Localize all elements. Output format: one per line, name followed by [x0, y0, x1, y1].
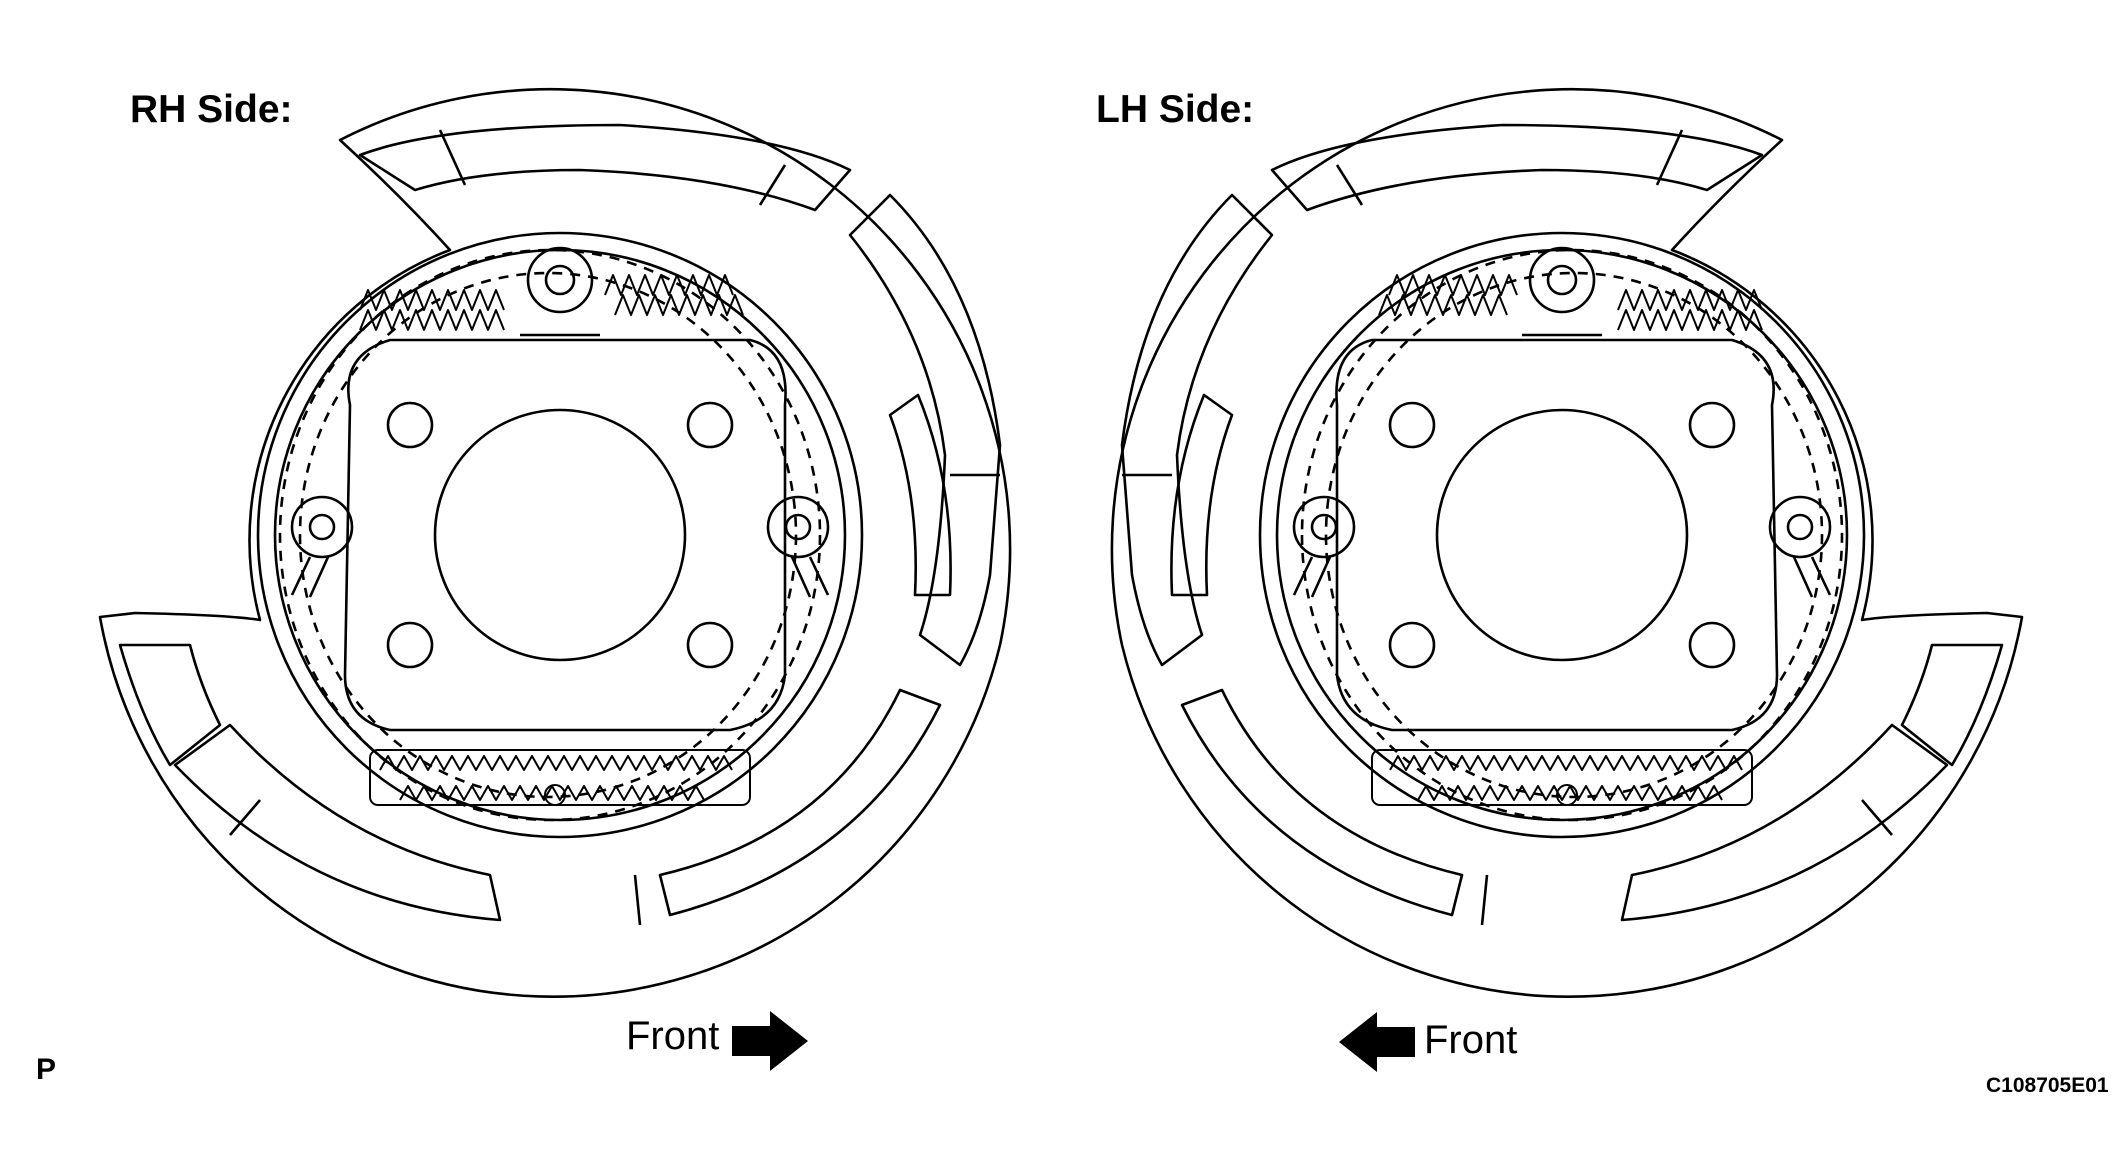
rh-drum-ring-outer: [256, 231, 864, 839]
rh-shield-panel-bottom: [658, 688, 942, 917]
rh-return-spring-right: [604, 274, 744, 316]
rh-adjuster-assembly: [369, 749, 751, 806]
rh-front-label: Front: [626, 1014, 720, 1058]
rh-dust-cover: [98, 87, 1012, 998]
rh-anchor-pin: [526, 246, 594, 314]
lh-shield-panel-left: [1900, 643, 2004, 767]
rh-shield-panel-right-inner: [888, 393, 952, 597]
lh-shield-panel-top: [1270, 123, 1764, 212]
lh-hold-down-right: [1292, 495, 1356, 559]
lh-front-label: Front: [1424, 1018, 1518, 1062]
lh-hub-bore: [1435, 408, 1689, 662]
lh-return-spring-left: [1617, 289, 1763, 331]
arrow-right-icon: [732, 1011, 808, 1071]
lh-side-title: LH Side:: [1096, 88, 1255, 131]
lh-shield-panel-right: [1120, 193, 1274, 667]
lh-anchor-pin: [1528, 246, 1596, 314]
rh-brake-assembly: [98, 87, 1012, 998]
corner-letter: P: [36, 1053, 57, 1086]
lh-shield-panel-bottom-left: [1620, 723, 1949, 922]
rh-side-title: RH Side:: [130, 88, 293, 131]
arrow-left-icon: [1339, 1012, 1415, 1072]
rh-shield-panel-right: [848, 193, 1002, 667]
rh-hold-down-right: [766, 495, 830, 559]
lh-shield-panel-right-inner: [1170, 393, 1234, 597]
rh-shield-panel-bottom-left: [173, 723, 502, 922]
rh-hold-down-left: [290, 495, 354, 559]
lh-backing-flange: [1335, 338, 1779, 732]
rh-hub-bore: [433, 408, 687, 662]
rh-return-spring-left: [359, 289, 505, 331]
lh-brake-assembly: [1110, 87, 2024, 998]
rh-shield-panel-left: [118, 643, 222, 767]
lh-drum-ring-outer: [1258, 231, 1866, 839]
lh-hold-down-left: [1768, 495, 1832, 559]
lh-dust-cover: [1110, 87, 2024, 998]
lh-adjuster-assembly: [1371, 749, 1753, 806]
lh-return-spring-right: [1378, 274, 1518, 316]
lh-shield-panel-bottom: [1180, 688, 1464, 917]
rh-backing-flange: [343, 338, 787, 732]
rh-shield-panel-top: [358, 123, 852, 212]
figure-code: C108705E01: [1986, 1074, 2109, 1097]
